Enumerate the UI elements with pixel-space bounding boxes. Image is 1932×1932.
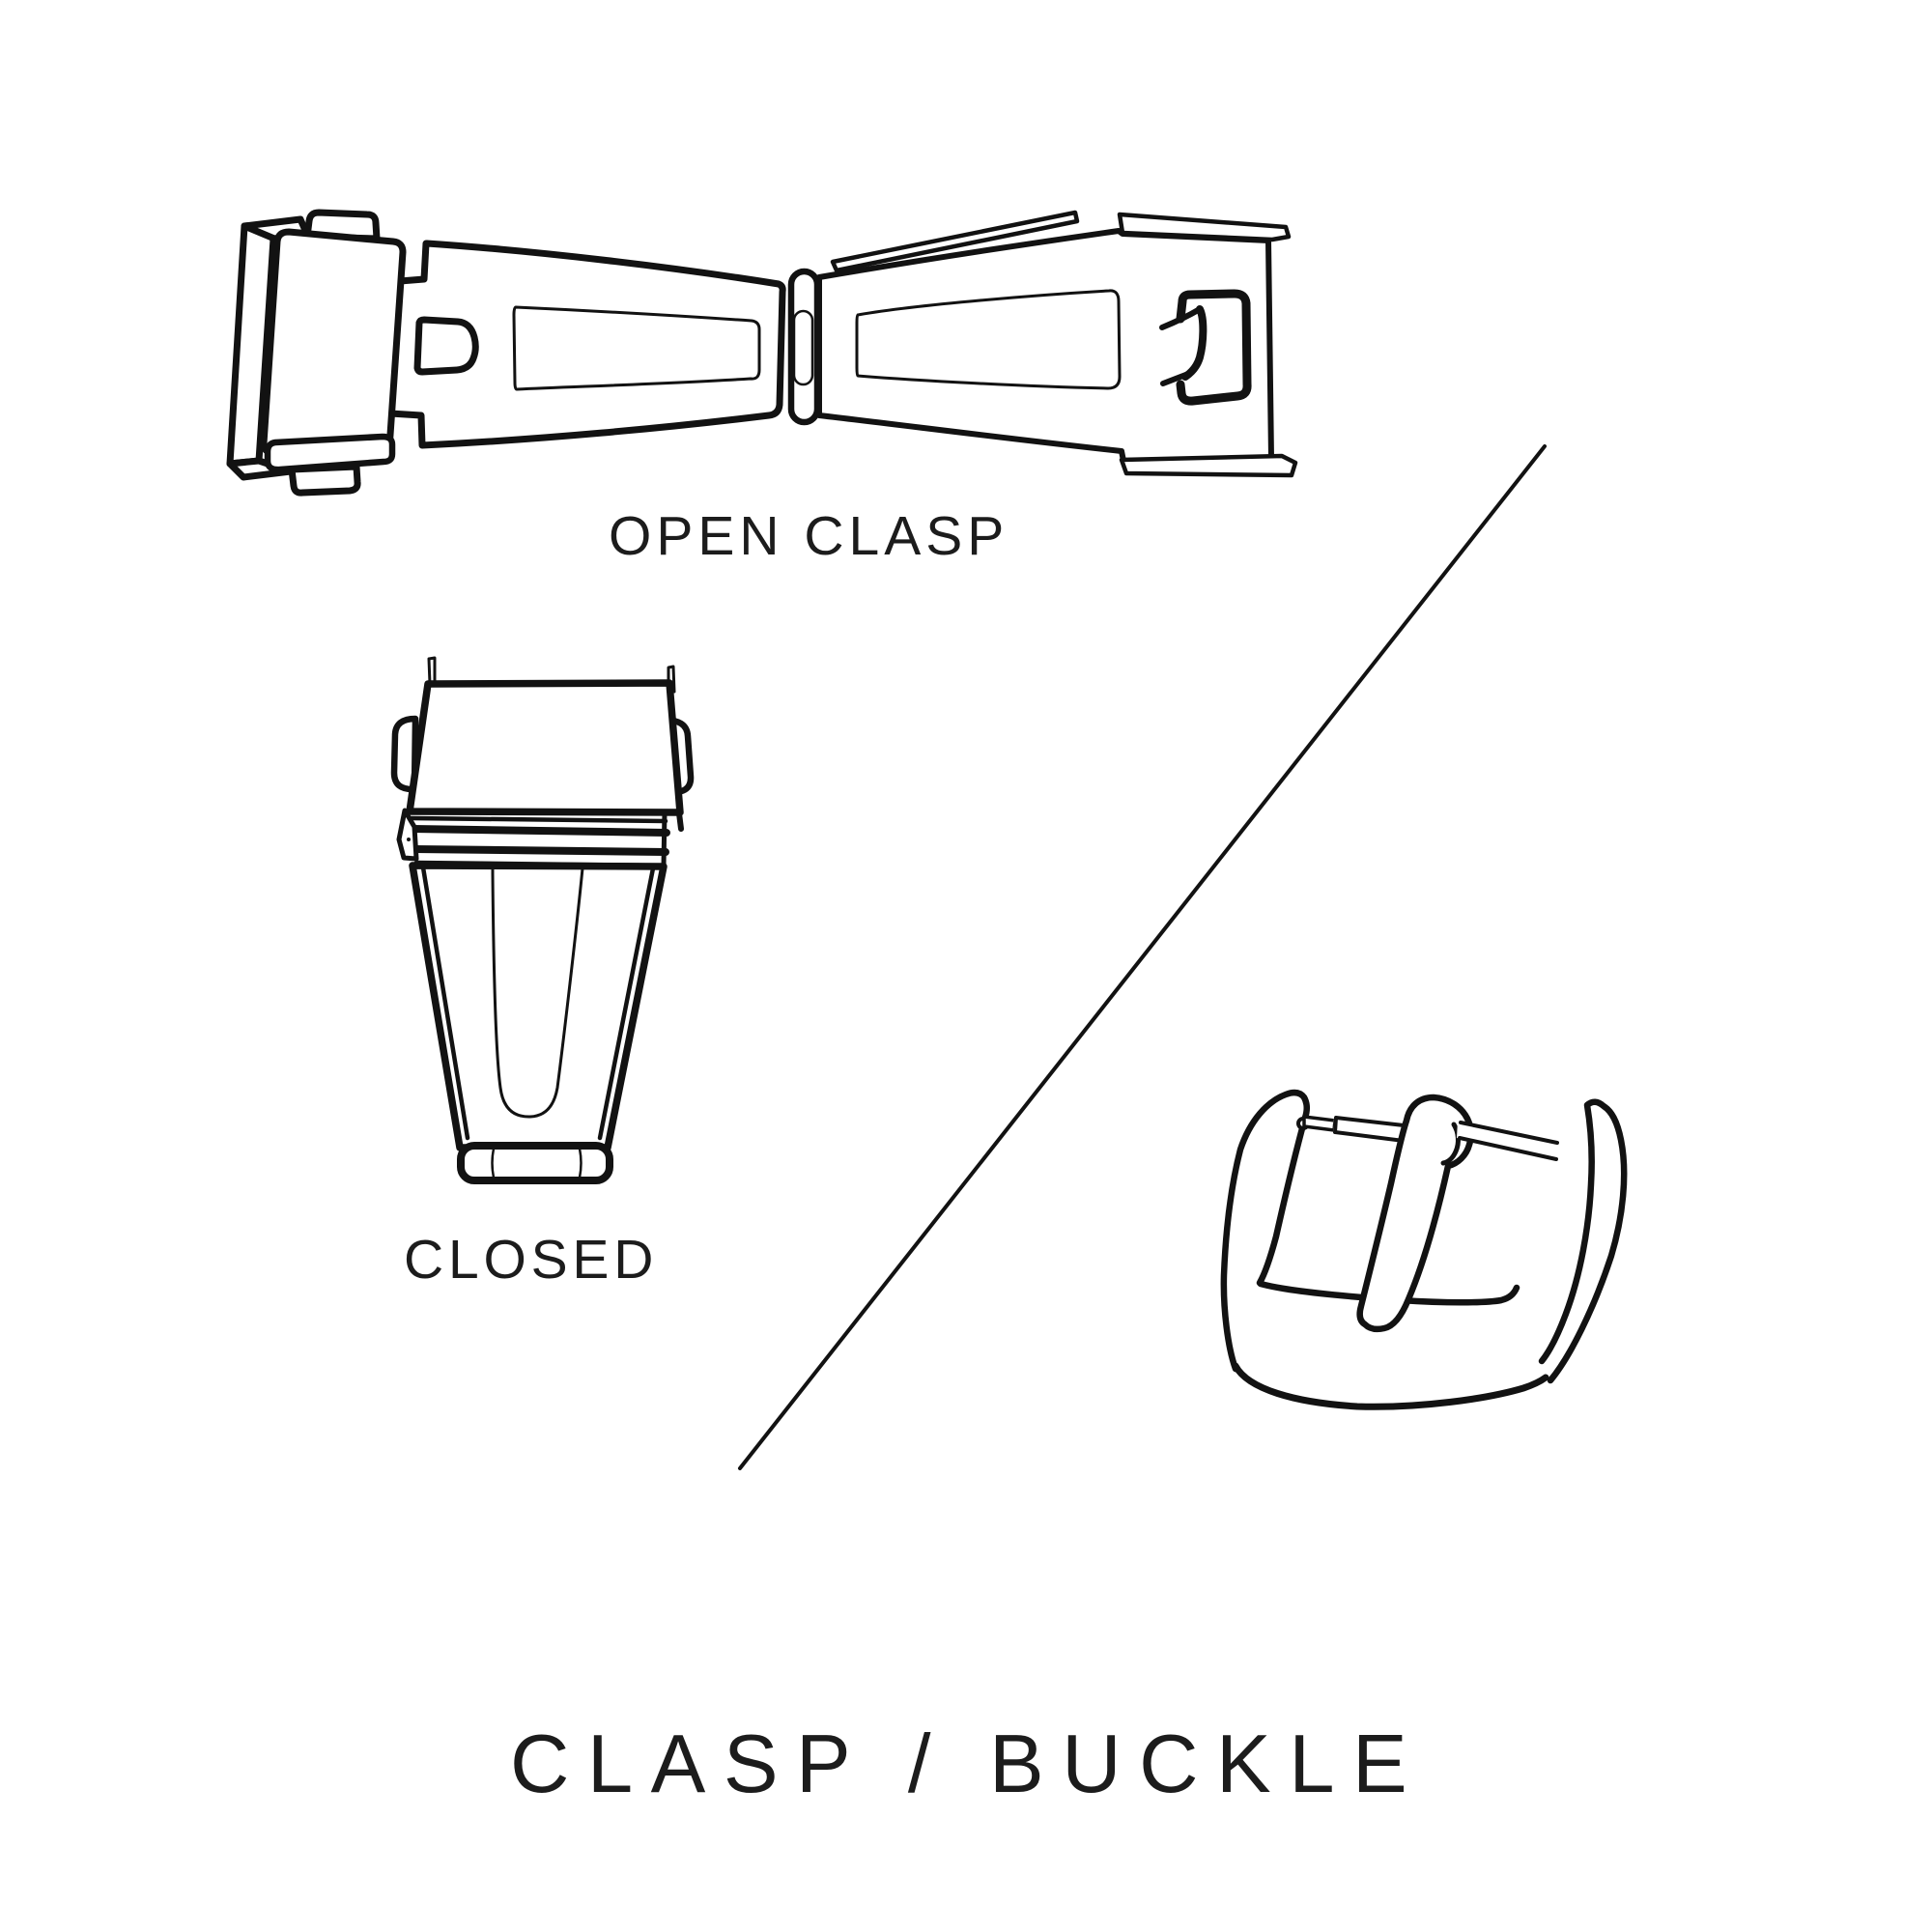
- svg-text:CLASP / BUCKLE: CLASP / BUCKLE: [510, 1719, 1425, 1810]
- svg-text:OPEN CLASP: OPEN CLASP: [609, 505, 1009, 567]
- svg-text:CLOSED: CLOSED: [404, 1229, 658, 1291]
